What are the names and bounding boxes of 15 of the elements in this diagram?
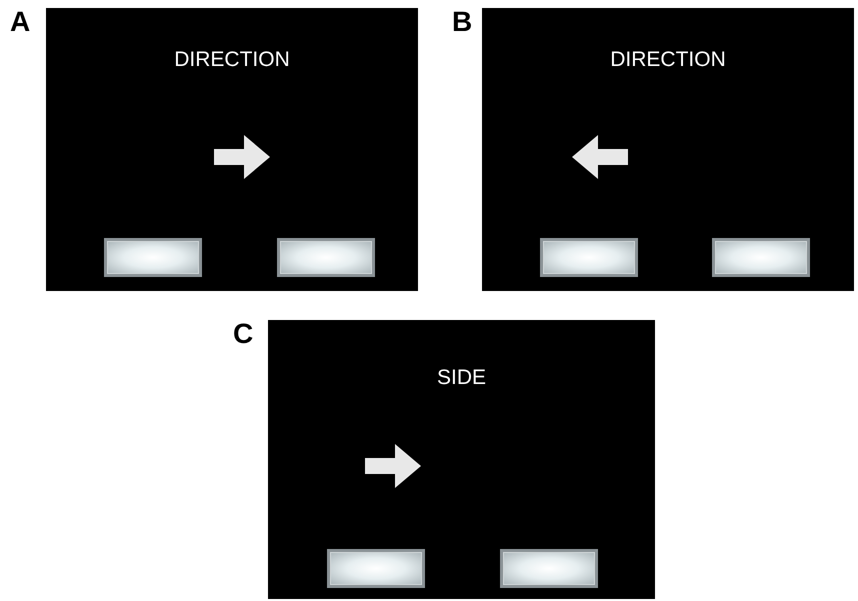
panel-letter: A <box>10 6 30 38</box>
screen-title: DIRECTION <box>610 48 726 72</box>
screen-panel <box>268 320 655 599</box>
blank-button <box>104 238 202 277</box>
panel-letter: C <box>233 318 254 350</box>
screen-title: SIDE <box>436 366 486 390</box>
blank-button <box>277 238 375 277</box>
screen-title: DIRECTION <box>174 48 290 72</box>
panel-letter: B <box>452 6 472 38</box>
blank-button <box>712 238 810 277</box>
blank-button <box>540 238 638 277</box>
screen-panel <box>46 8 418 291</box>
blank-button <box>500 549 598 588</box>
blank-button <box>327 549 425 588</box>
screen-panel <box>482 8 854 291</box>
